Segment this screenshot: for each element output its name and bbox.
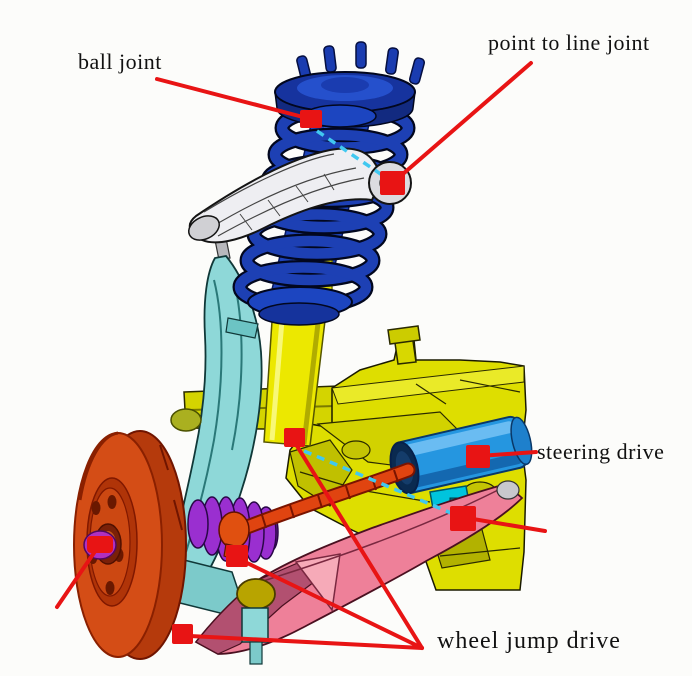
wheel-jump-marker-strut bbox=[284, 428, 305, 447]
point-to-line-joint-marker bbox=[380, 171, 405, 195]
lower-control-arm bbox=[194, 480, 524, 665]
dashed-axis-lower bbox=[303, 449, 452, 515]
strut-top-mount bbox=[274, 41, 426, 128]
wheel-jump-marker-tie-rod bbox=[226, 545, 248, 567]
label-wheel-jump-drive: wheel jump drive bbox=[437, 628, 621, 654]
leader-hub bbox=[55, 545, 100, 609]
wheel-jump-marker-arm bbox=[172, 624, 193, 644]
lower-axis-marker bbox=[450, 506, 476, 531]
leader-point-to-line-joint bbox=[394, 61, 533, 182]
label-steering-drive: steering drive bbox=[537, 439, 665, 464]
leader-wheel-jump-arm bbox=[188, 634, 424, 650]
steering-knuckle bbox=[167, 237, 263, 615]
ball-joint-marker bbox=[300, 110, 322, 128]
shock-absorber-tube bbox=[263, 303, 328, 447]
steering-drive-marker bbox=[466, 445, 490, 468]
joint-axis-dashed-lines bbox=[303, 129, 452, 515]
leader-ball-joint bbox=[155, 77, 305, 119]
lower-ball-joint bbox=[236, 578, 276, 610]
leader-wheel-jump-strut bbox=[295, 444, 424, 650]
steering-arm-ball bbox=[170, 408, 202, 432]
leader-wheel-jump-tie-rod bbox=[239, 558, 424, 650]
tie-rod-end bbox=[218, 511, 250, 549]
label-ball-joint: ball joint bbox=[78, 49, 162, 74]
label-point-to-line-joint: point to line joint bbox=[488, 30, 650, 55]
joint-markers bbox=[87, 110, 490, 644]
hub-marker bbox=[87, 536, 113, 553]
upper-arm-bushing bbox=[188, 215, 220, 241]
